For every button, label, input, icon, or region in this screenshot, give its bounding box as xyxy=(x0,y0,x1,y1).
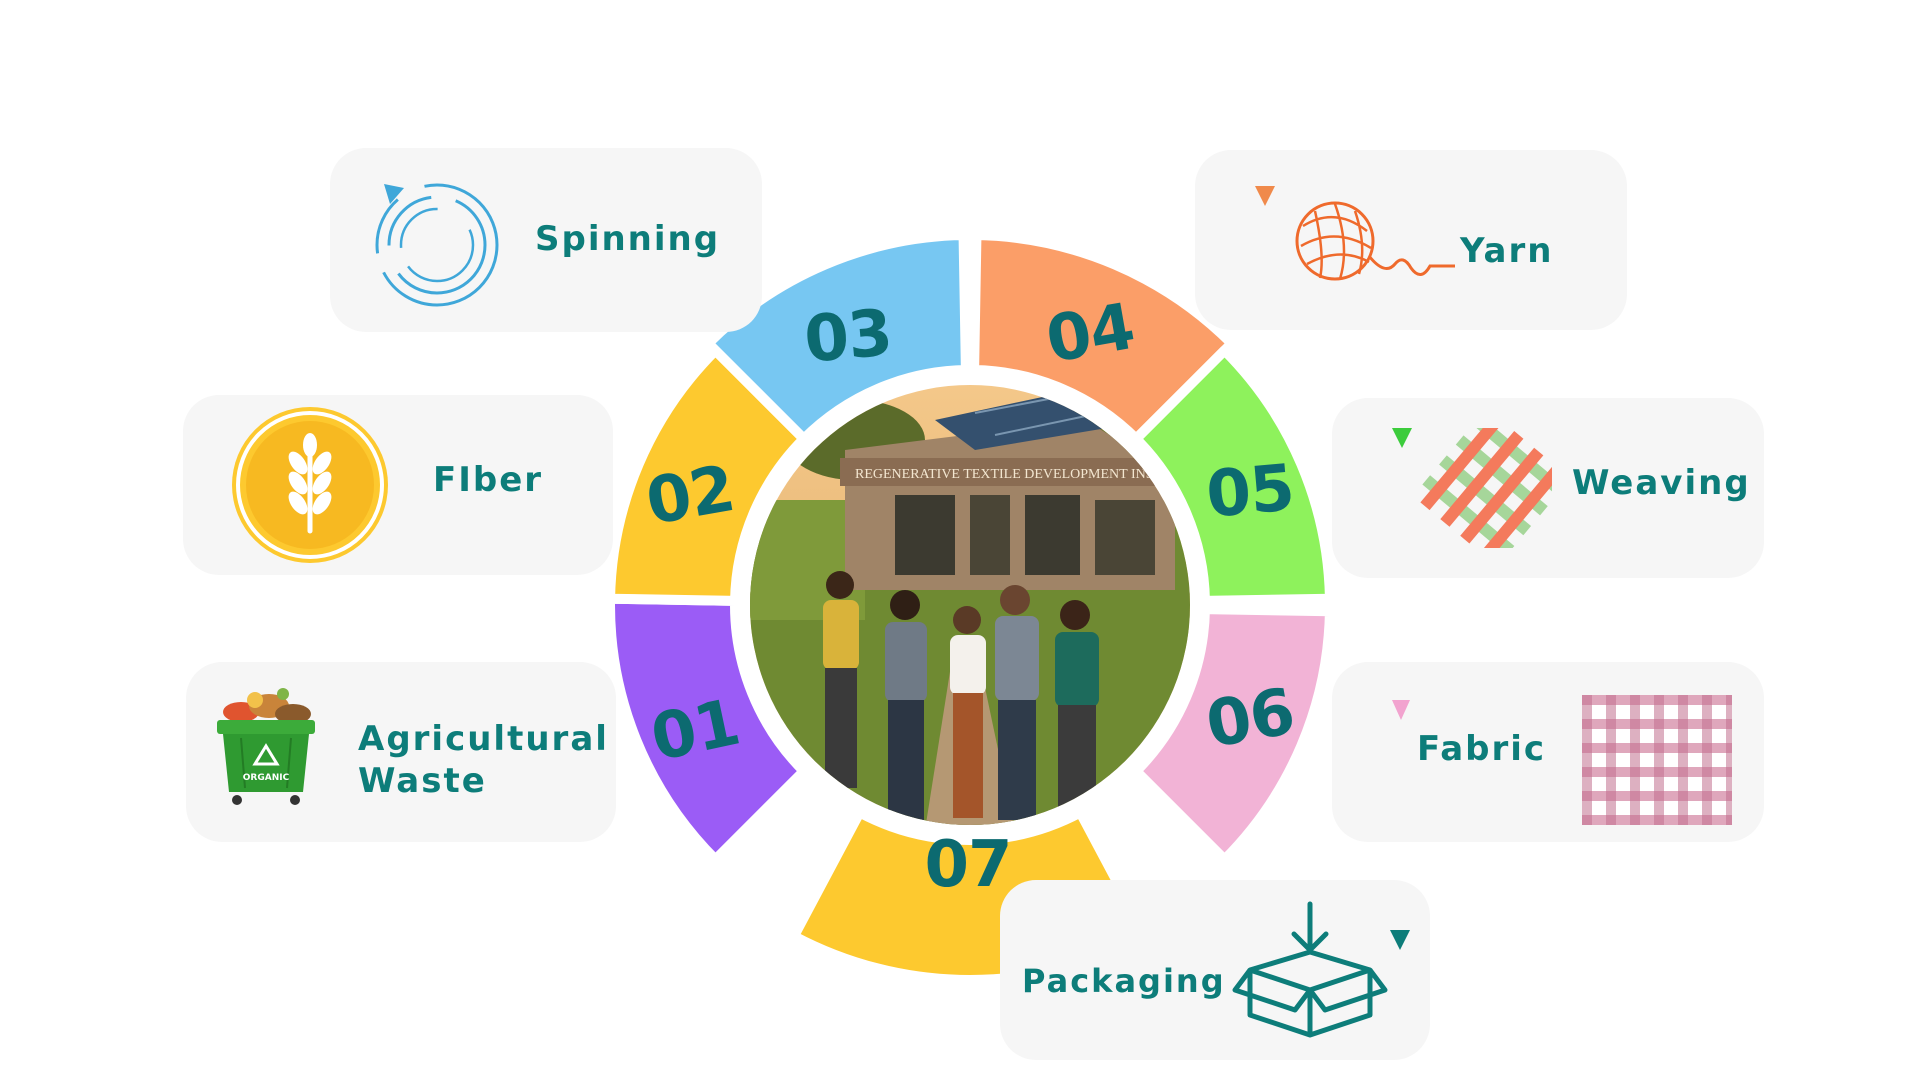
step-label-yarn: Yarn xyxy=(1460,231,1554,271)
step-number-01: 01 xyxy=(645,686,746,776)
yarn-ball-icon xyxy=(1255,186,1455,281)
box-icon xyxy=(1232,901,1410,1038)
step-number-05: 05 xyxy=(1203,451,1296,532)
step-number-07: 07 xyxy=(924,828,1011,902)
step-label-fiber: FIber xyxy=(433,460,544,500)
step-label-fabric: Fabric xyxy=(1417,729,1547,769)
wheat-icon xyxy=(232,407,388,563)
woven-pattern-icon xyxy=(1392,428,1552,548)
wheel-segment-06 xyxy=(1131,604,1335,865)
step-label-weaving: Weaving xyxy=(1572,463,1751,503)
step-card-fabric: Fabric xyxy=(1332,662,1764,842)
center-photo: REGENERATIVE TEXTILE DEVELOPMENT INSTITU xyxy=(745,380,1195,830)
wheel-segment-04 xyxy=(969,230,1237,444)
wheel-segment-03 xyxy=(703,230,971,444)
institute-sign xyxy=(840,458,1170,486)
step-card-agricultural-waste: ORGANIC Agricultural Waste xyxy=(186,662,616,842)
step-label-agricultural-waste-line1: Agricultural xyxy=(358,719,609,759)
step-label-spinning: Spinning xyxy=(535,219,721,259)
gingham-fabric-icon xyxy=(1392,695,1732,825)
organic-waste-bin-icon: ORGANIC xyxy=(217,688,315,805)
step-card-packaging: Packaging xyxy=(1000,880,1430,1060)
step-label-packaging: Packaging xyxy=(1022,962,1226,1000)
bin-label: ORGANIC xyxy=(243,773,290,783)
step-card-weaving: Weaving xyxy=(1332,398,1764,578)
step-number-04: 04 xyxy=(1041,290,1140,378)
step-card-fiber: FIber xyxy=(183,395,613,575)
step-label-agricultural-waste: Agricultural Waste xyxy=(358,718,609,802)
step-number-06: 06 xyxy=(1201,675,1300,763)
spinning-circle-icon xyxy=(375,183,499,307)
step-number-02: 02 xyxy=(641,452,740,540)
wheel-segment-05 xyxy=(1131,345,1335,606)
institute-sign-text: REGENERATIVE TEXTILE DEVELOPMENT INSTITU xyxy=(855,467,1185,482)
step-number-03: 03 xyxy=(801,296,894,377)
step-card-yarn: Yarn xyxy=(1195,150,1627,330)
step-card-spinning: Spinning xyxy=(330,148,762,332)
step-label-agricultural-waste-line2: Waste xyxy=(358,761,487,801)
